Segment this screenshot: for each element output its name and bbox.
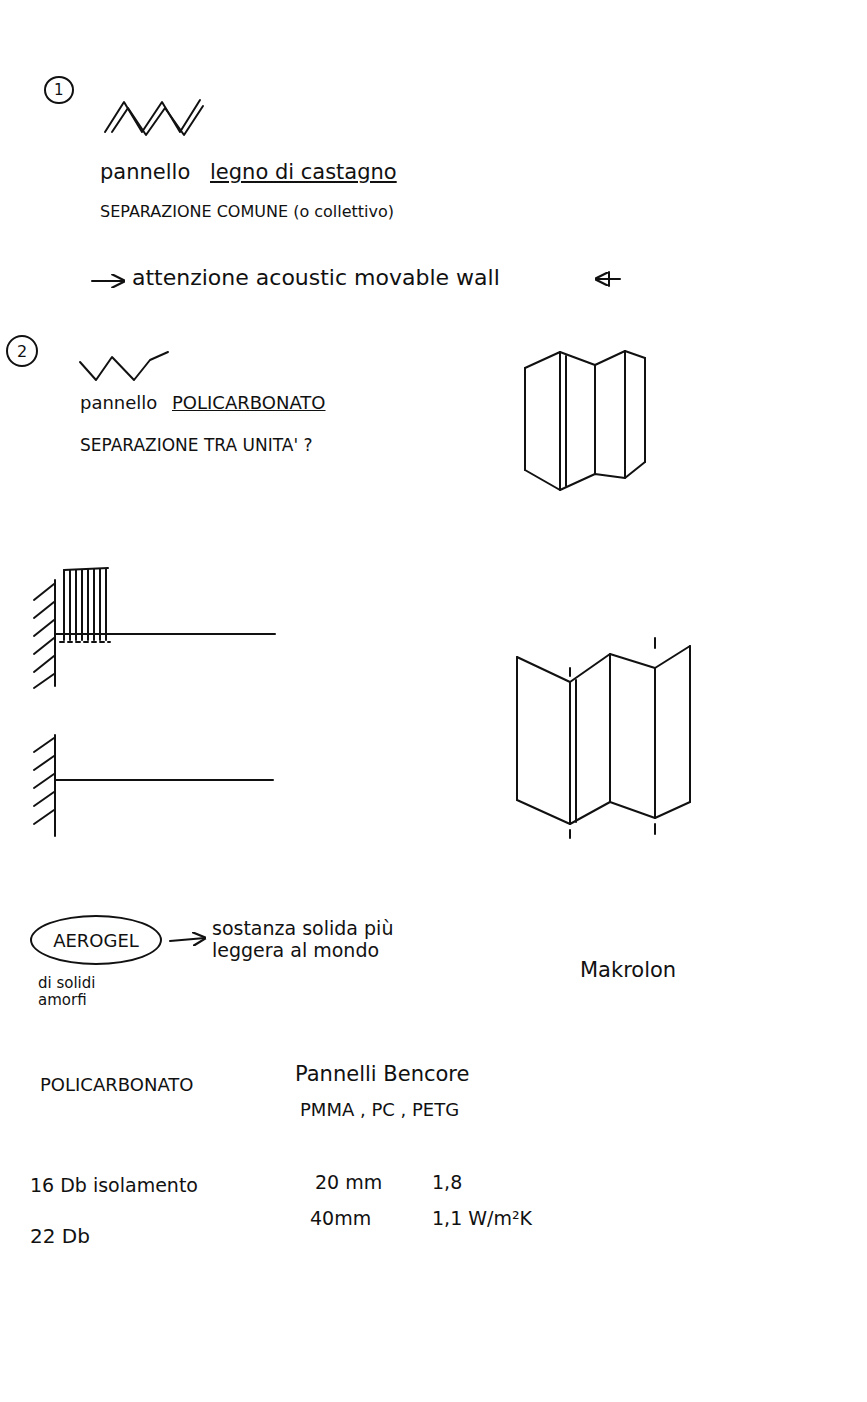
note-text: 16 Db isolamento [30, 1175, 198, 1197]
note-text: 20 mm [315, 1172, 382, 1194]
note-text: 1,8 [432, 1172, 462, 1194]
note-text: Makrolon [580, 958, 676, 982]
note-arrow [608, 272, 610, 286]
zigzag-panel [112, 106, 203, 135]
note-text: POLICARBONATO [40, 1075, 194, 1096]
wall-section-sketch [34, 735, 273, 836]
note-text: attenzione acoustic movable wall [132, 265, 500, 290]
note-text: sostanza solida più leggera al mondo [212, 918, 437, 962]
node-text: AEROGEL [53, 930, 139, 951]
folding-panel-sketch [525, 351, 645, 490]
note-arrow [92, 280, 124, 282]
note-text: SEPARAZIONE COMUNE (o collettivo) [100, 203, 394, 221]
callout-circle: 2 [6, 335, 38, 367]
zigzag-panel [80, 352, 168, 380]
callout-circle: 1 [44, 76, 74, 104]
note-text: Pannelli Bencore [295, 1062, 469, 1086]
keyword-ellipse: AEROGEL [30, 915, 162, 965]
note-text: POLICARBONATO [172, 393, 326, 414]
node-text: 2 [17, 342, 27, 361]
folding-panel-sketch [517, 638, 690, 838]
node-text: 1 [54, 81, 64, 99]
note-text: SEPARAZIONE TRA UNITA' ? [80, 436, 313, 456]
note-text: PMMA , PC , PETG [300, 1100, 459, 1121]
note-text: 40mm [310, 1208, 371, 1230]
note-text: pannello [80, 393, 157, 414]
note-text: di solidi amorfi [38, 975, 128, 1010]
note-text: legno di castagno [210, 160, 397, 184]
note-arrow [170, 938, 205, 941]
note-text: 22 Db [30, 1225, 90, 1248]
wall-section-sketch [34, 568, 275, 688]
note-text: pannello [100, 160, 190, 184]
note-text: 1,1 W/m²K [432, 1208, 532, 1230]
